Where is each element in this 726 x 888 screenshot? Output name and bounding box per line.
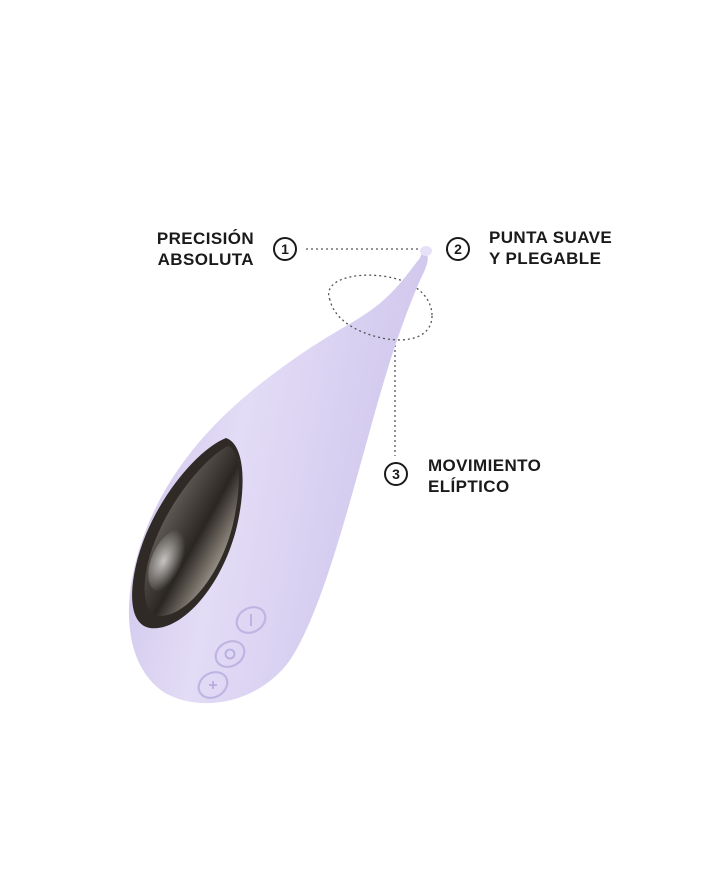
- callout-label-1-line2: ABSOLUTA: [157, 250, 254, 269]
- callout-number-1: 1: [273, 237, 297, 261]
- control-pad-symbols: [209, 614, 252, 689]
- callout-number-2: 2: [446, 237, 470, 261]
- plate-highlight: [148, 528, 192, 592]
- control-pad: [197, 606, 267, 699]
- callout-label-3-line1: MOVIMIENTO: [428, 456, 542, 475]
- callout-label-2-line2: Y PLEGABLE: [489, 249, 602, 268]
- callout-label-1-line1: PRECISIÓN: [156, 229, 254, 248]
- elliptical-motion-ring-front: [329, 299, 433, 341]
- device-body: [128, 251, 428, 704]
- callout-label-elliptical-motion: MOVIMIENTO ELÍPTICO: [428, 455, 541, 497]
- callout-label-precision: PRECISIÓN ABSOLUTA: [150, 228, 254, 270]
- callout-label-3-line2: ELÍPTICO: [428, 477, 510, 496]
- callout-label-2-line1: PUNTA SUAVE: [489, 228, 613, 247]
- callout-number-3: 3: [384, 462, 408, 486]
- callout-label-soft-tip: PUNTA SUAVE Y PLEGABLE: [489, 227, 612, 269]
- soft-tip: [420, 246, 432, 256]
